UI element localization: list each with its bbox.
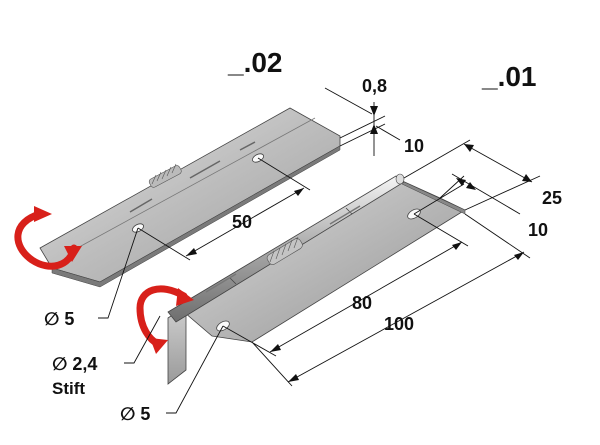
hinge-01-slot	[205, 273, 237, 293]
dim-label-thickness: 0,8	[362, 76, 387, 96]
dim-label-hole-spacing-02: 50	[232, 212, 252, 232]
rotation-arrow-icon	[136, 285, 194, 354]
callout-pin: ∅ 2,4	[52, 354, 97, 374]
hinge-01-knuckle-gap	[229, 277, 237, 285]
hinge-01-knuckle-end	[395, 173, 405, 185]
callout-hole-02: ∅ 5	[44, 309, 74, 329]
hinge-01-knuckle-gap	[345, 207, 353, 215]
hinge-02-seam	[69, 117, 316, 253]
hinge-02-edge	[51, 145, 341, 288]
dim-length-01	[251, 213, 531, 387]
callout-pin-word: Stift	[52, 379, 85, 398]
hinge-01	[167, 173, 466, 385]
callout-leaders	[98, 227, 224, 414]
callout-hole-01: ∅ 5	[120, 404, 150, 424]
hinge-02-spring	[148, 163, 182, 188]
dim-label-knuckle-offset: 10	[404, 136, 424, 156]
dim-hole-spacing-01	[222, 213, 469, 357]
dim-label-length-01: 100	[384, 314, 414, 334]
hinge-01-slot	[329, 205, 361, 225]
dim-hole-spacing-02	[137, 157, 311, 261]
hinge-02-slot	[189, 160, 221, 179]
hinge-01-spring	[266, 236, 303, 265]
dim-label-width-01: 25	[542, 188, 562, 208]
variant-label-02: _.02	[227, 47, 283, 78]
variant-label-01: _.01	[481, 61, 537, 92]
dim-thickness	[324, 87, 401, 156]
hinge-02-slot	[129, 198, 153, 213]
dim-label-hole-offset-01: 10	[528, 220, 548, 240]
rotation-arrow-icon	[14, 206, 82, 270]
hinge-02-slot	[239, 141, 256, 151]
dim-hole-offset-01	[413, 173, 521, 215]
dim-label-hole-spacing-01: 80	[352, 293, 372, 313]
dim-width-01	[403, 139, 541, 211]
